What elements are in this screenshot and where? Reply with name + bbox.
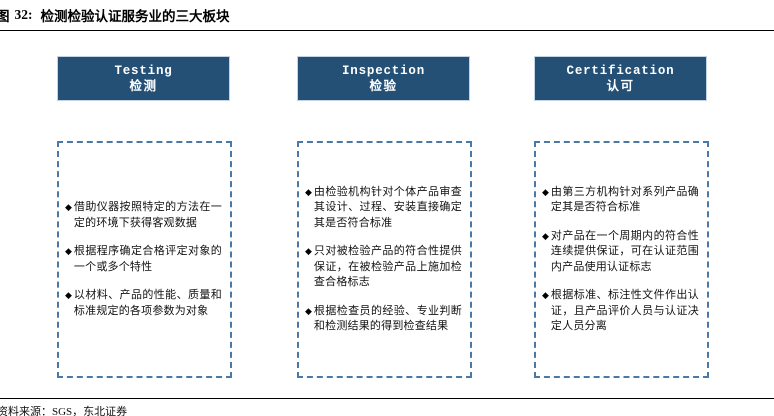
list-item: ◆ 只对被检验产品的符合性提供保证，在被检验产品上施加检查合格标志 — [305, 244, 462, 291]
footer-divider — [0, 398, 774, 399]
diamond-bullet-icon: ◆ — [305, 305, 312, 316]
bullet-list-certification: ◆ 由第三方机构针对系列产品确定其是否符合标准 ◆ 对产品在一个周期内的符合性连… — [542, 185, 699, 335]
diamond-bullet-icon: ◆ — [305, 186, 312, 197]
list-item-text: 对产品在一个周期内的符合性连续提供保证，可在认证范围内产品使用认证标志 — [550, 229, 699, 273]
page-title: 检测检验认证服务业的三大板块 — [40, 9, 230, 24]
column-header-inspection-zh: 检验 — [369, 79, 398, 93]
column-header-testing-en: Testing — [114, 63, 173, 78]
column-body-inspection: ◆ 由检验机构针对个体产品审查其设计、过程、安装直接确定其是否符合标准 ◆ 只对… — [297, 141, 472, 378]
diamond-bullet-icon: ◆ — [305, 246, 312, 256]
list-item-text: 根据程序确定合格评定对象的一个或多个特性 — [73, 245, 222, 273]
list-item: ◆ 对产品在一个周期内的符合性连续提供保证，可在认证范围内产品使用认证标志 — [542, 229, 699, 276]
list-item: ◆ 以材料、产品的性能、质量和标准规定的各项参数为对象 — [65, 288, 222, 319]
list-item-text: 只对被检验产品的符合性提供保证，在被检验产品上施加检查合格标志 — [313, 245, 462, 288]
list-item: ◆ 由检验机构针对个体产品审查其设计、过程、安装直接确定其是否符合标准 — [305, 185, 462, 232]
list-item-text: 以材料、产品的性能、质量和标准规定的各项参数为对象 — [73, 289, 222, 317]
diamond-bullet-icon: ◆ — [65, 202, 72, 212]
bullet-list-testing: ◆ 借助仪器按照特定的方法在一定的环境下获得客观数据 ◆ 根据程序确定合格评定对… — [65, 200, 222, 319]
list-item: ◆ 根据程序确定合格评定对象的一个或多个特性 — [65, 244, 222, 275]
column-header-testing-zh: 检测 — [129, 79, 158, 93]
diamond-bullet-icon: ◆ — [65, 290, 72, 300]
list-item-text: 根据检查员的经验、专业判断和检测结果的得到检查结果 — [313, 304, 462, 333]
column-header-certification-en: Certification — [566, 63, 675, 78]
list-item-text: 借助仪器按照特定的方法在一定的环境下获得客观数据 — [73, 201, 222, 229]
figure-label: 图 — [0, 9, 10, 24]
column-header-inspection: Inspection 检验 — [297, 56, 470, 101]
source-footer: 资料来源：SGS，东北证券 — [0, 402, 397, 416]
list-item: ◆ 由第三方机构针对系列产品确定其是否符合标准 — [542, 185, 699, 216]
title-divider — [0, 30, 774, 31]
figure-number: 32: — [14, 7, 33, 22]
diamond-bullet-icon: ◆ — [542, 186, 549, 197]
three-pillars-diagram: Testing 检测 ◆ 借助仪器按照特定的方法在一定的环境下获得客观数据 ◆ … — [0, 30, 774, 398]
diamond-bullet-icon: ◆ — [542, 230, 549, 241]
column-header-testing: Testing 检测 — [57, 56, 230, 101]
column-header-certification-zh: 认可 — [606, 79, 635, 93]
list-item: ◆ 根据标准、标注性文件作出认证，且产品评价人员与认证决定人员分离 — [542, 288, 699, 335]
list-item-text: 根据标准、标注性文件作出认证，且产品评价人员与认证决定人员分离 — [550, 289, 699, 332]
figure-title: 图 32: 检测检验认证服务业的三大板块 — [0, 2, 774, 28]
column-header-certification: Certification 认可 — [534, 56, 707, 101]
diamond-bullet-icon: ◆ — [65, 246, 72, 256]
column-body-testing: ◆ 借助仪器按照特定的方法在一定的环境下获得客观数据 ◆ 根据程序确定合格评定对… — [57, 141, 232, 378]
column-header-inspection-en: Inspection — [341, 63, 425, 78]
diamond-bullet-icon: ◆ — [542, 290, 549, 300]
list-item-text: 由检验机构针对个体产品审查其设计、过程、安装直接确定其是否符合标准 — [313, 185, 462, 229]
list-item-text: 由第三方机构针对系列产品确定其是否符合标准 — [550, 185, 699, 214]
list-item: ◆ 借助仪器按照特定的方法在一定的环境下获得客观数据 — [65, 200, 222, 231]
bullet-list-inspection: ◆ 由检验机构针对个体产品审查其设计、过程、安装直接确定其是否符合标准 ◆ 只对… — [305, 185, 462, 335]
list-item: ◆ 根据检查员的经验、专业判断和检测结果的得到检查结果 — [305, 304, 462, 335]
column-body-certification: ◆ 由第三方机构针对系列产品确定其是否符合标准 ◆ 对产品在一个周期内的符合性连… — [534, 141, 709, 378]
source-text: 资料来源：SGS，东北证券 — [0, 406, 128, 416]
